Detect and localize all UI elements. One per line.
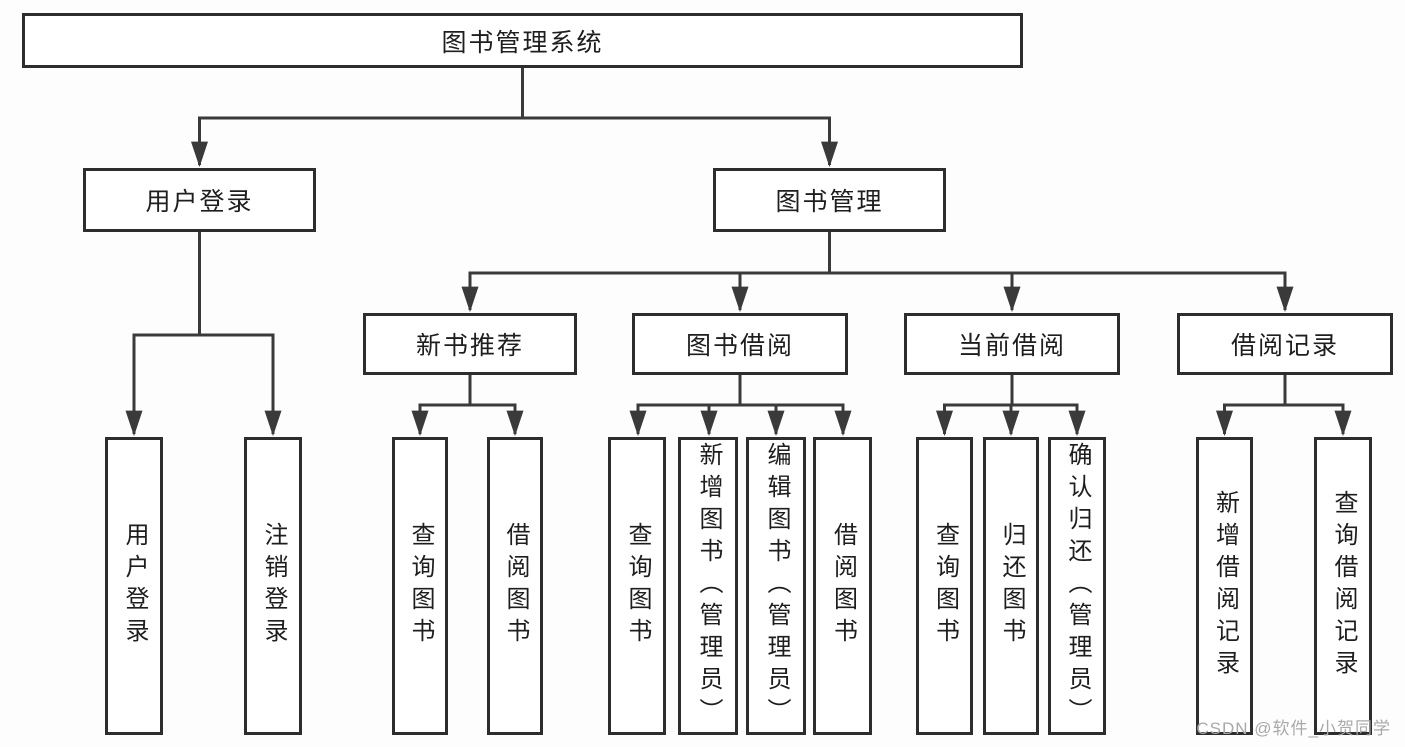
node-label: 查询图书 — [624, 522, 651, 650]
node-label: 新书推荐 — [415, 332, 524, 360]
leaf-add-books-admin: 新增图书（管理员） — [678, 437, 738, 735]
leaf-edit-books-admin: 编辑图书（管理员） — [746, 437, 806, 735]
leaf-query-books-borrowing: 查询图书 — [608, 437, 666, 735]
node-label: 新增图书（管理员） — [695, 442, 722, 730]
csdn-watermark: CSDN @软件_小贺同学 — [1196, 719, 1391, 738]
node-label: 查询图书 — [407, 522, 434, 650]
leaf-query-books-recommend: 查询图书 — [392, 437, 448, 735]
node-label: 用户登录 — [121, 522, 148, 650]
leaf-query-books-current: 查询图书 — [916, 437, 973, 735]
node-label: 当前借阅 — [957, 332, 1066, 360]
node-label: 用户登录 — [145, 188, 254, 216]
node-book-management: 图书管理 — [713, 168, 946, 232]
leaf-query-borrow-record: 查询借阅记录 — [1314, 437, 1372, 735]
leaf-user-login: 用户登录 — [105, 437, 163, 735]
node-label: 图书借阅 — [685, 332, 794, 360]
node-library-management-system: 图书管理系统 — [22, 13, 1023, 68]
leaf-add-borrow-record: 新增借阅记录 — [1196, 437, 1253, 735]
node-current-borrowing: 当前借阅 — [904, 313, 1120, 375]
leaf-borrow-books: 借阅图书 — [813, 437, 872, 735]
node-label: 借阅记录 — [1230, 332, 1339, 360]
node-label: 图书管理 — [775, 188, 884, 216]
node-label: 确认归还（管理员） — [1064, 442, 1091, 730]
leaf-return-books: 归还图书 — [983, 437, 1039, 735]
node-borrowing-records: 借阅记录 — [1177, 313, 1393, 375]
node-label: 注销登录 — [260, 522, 287, 650]
node-label: 图书管理系统 — [441, 28, 604, 57]
leaf-logout: 注销登录 — [244, 437, 302, 735]
node-label: 查询借阅记录 — [1330, 490, 1357, 682]
node-label: 新增借阅记录 — [1211, 490, 1239, 682]
node-new-book-recommendation: 新书推荐 — [363, 313, 577, 375]
node-label: 查询图书 — [931, 522, 959, 650]
node-label: 借阅图书 — [829, 522, 857, 650]
leaf-confirm-return-admin: 确认归还（管理员） — [1048, 437, 1106, 735]
node-label: 归还图书 — [998, 522, 1025, 650]
node-label: 编辑图书（管理员） — [763, 442, 790, 730]
leaf-borrow-books-recommend: 借阅图书 — [487, 437, 543, 735]
node-label: 借阅图书 — [502, 522, 529, 650]
node-user-login: 用户登录 — [83, 168, 316, 232]
node-book-borrowing: 图书借阅 — [632, 313, 848, 375]
